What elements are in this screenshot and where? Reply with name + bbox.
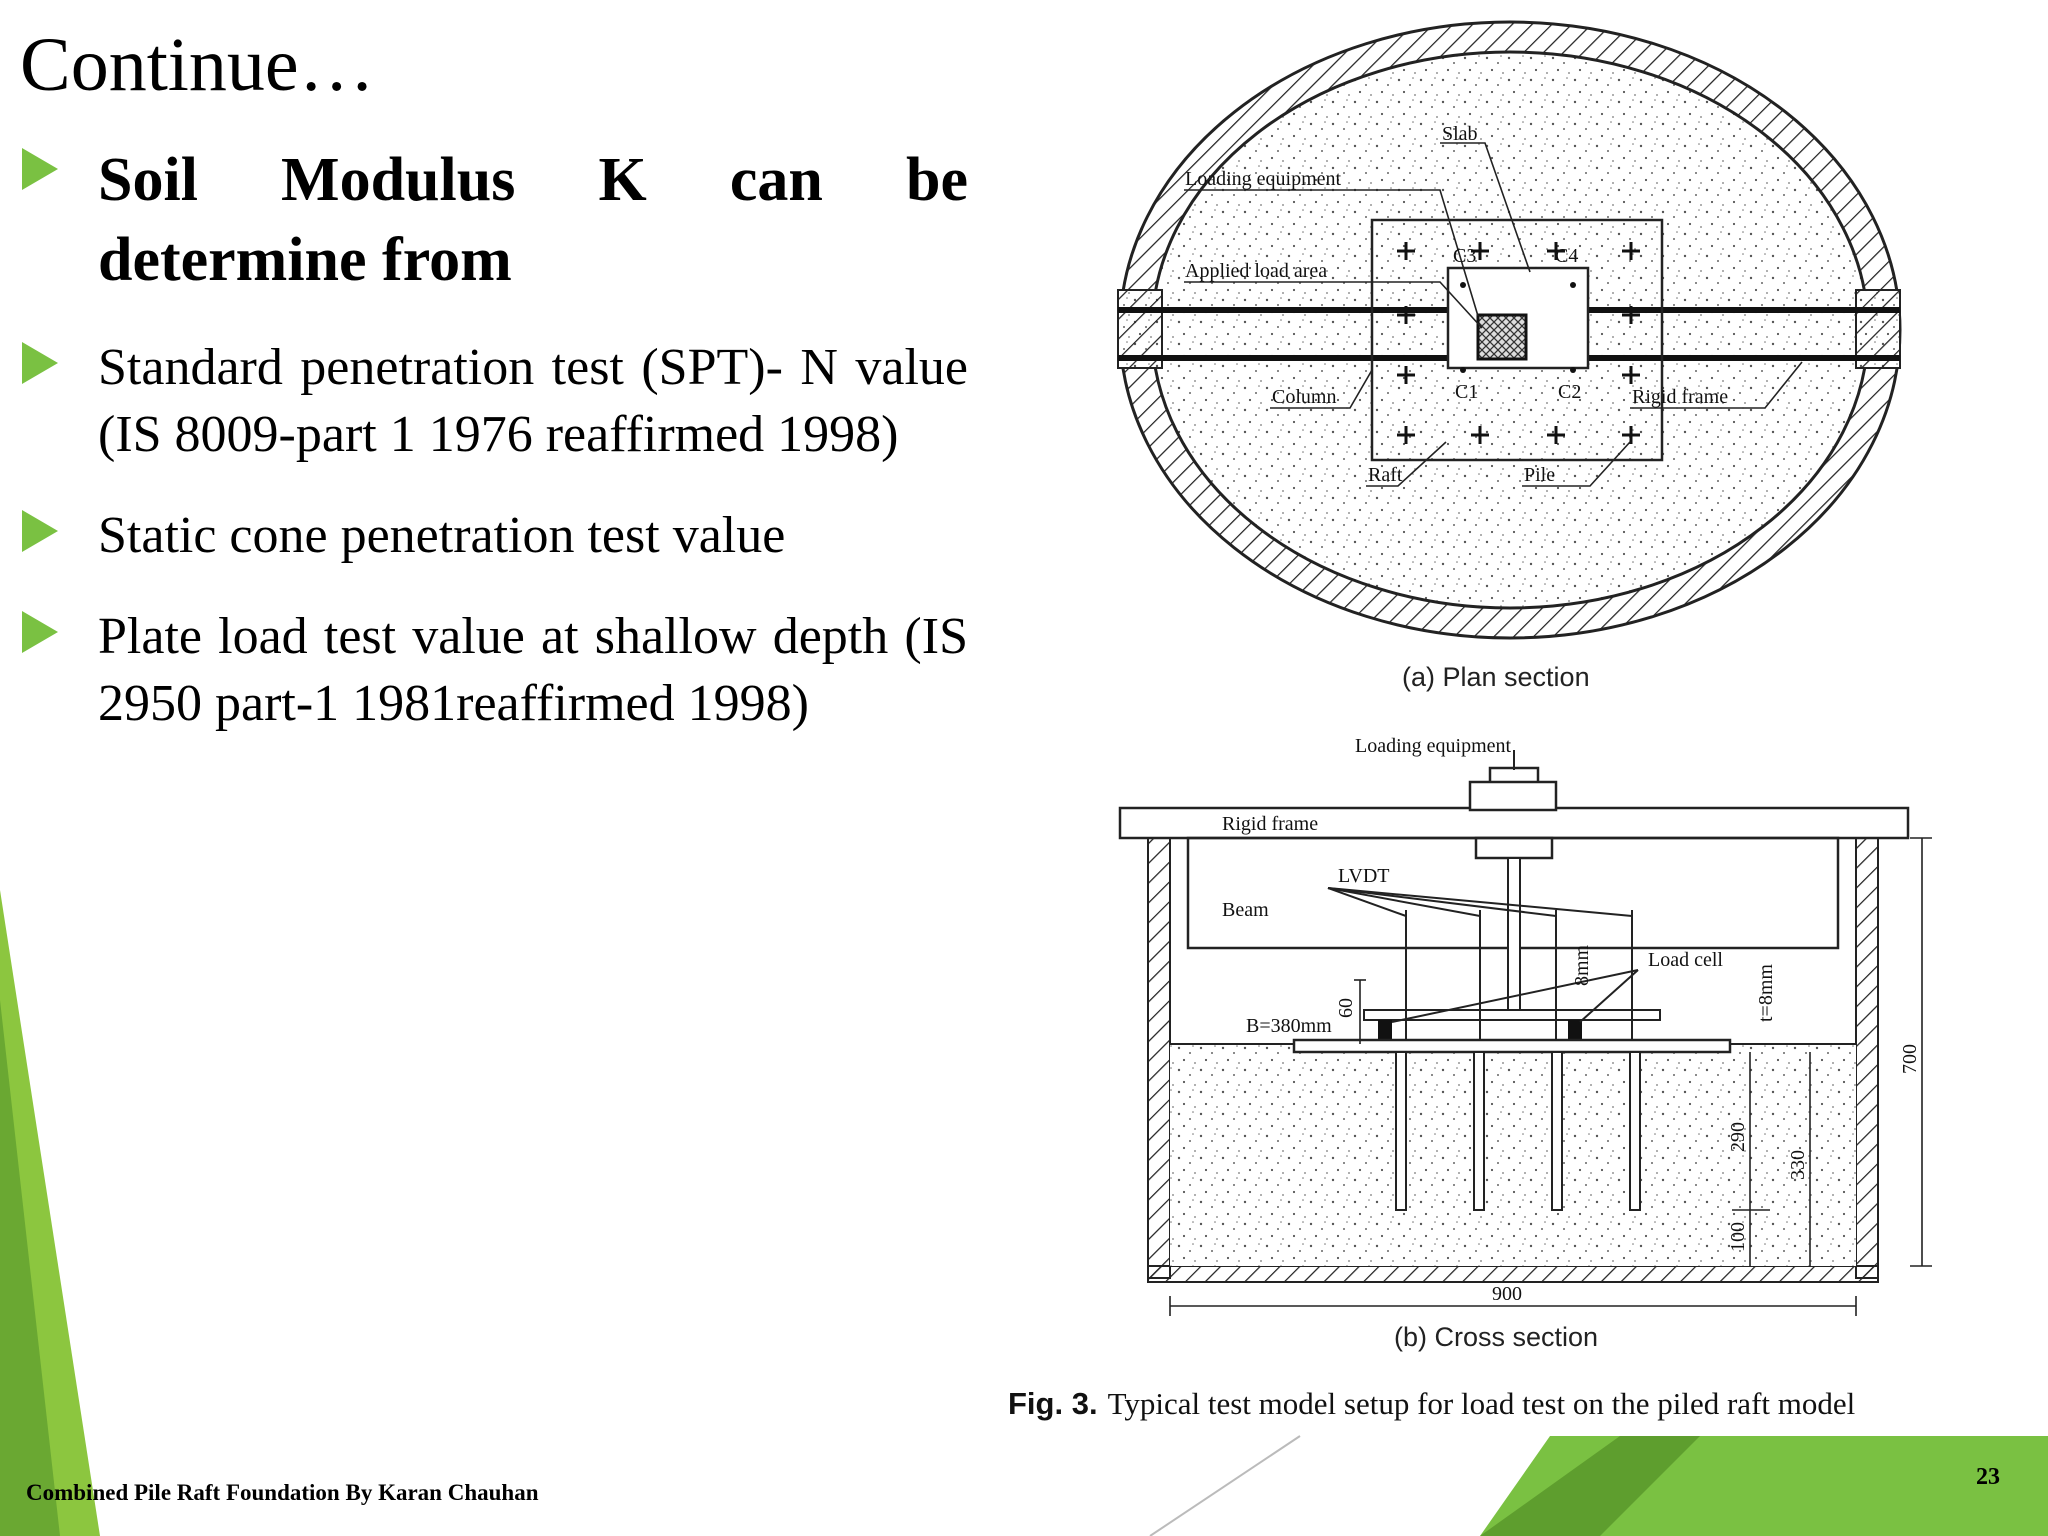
plan-label-rigid-frame: Rigid frame: [1632, 386, 1728, 408]
tank-wall-left: [1147, 837, 1171, 1279]
cross-dim-700: 700: [1899, 1044, 1921, 1074]
cross-dim-8mm: 8mm: [1571, 944, 1593, 986]
bullet-item: Static cone penetration test value: [22, 502, 970, 569]
cross-dim-100: 100: [1727, 1222, 1749, 1252]
bullet-text: Soil Modulus K can be determine from: [98, 146, 968, 294]
slide-title: Continue…: [20, 23, 375, 107]
applied-load-area: [1476, 313, 1528, 361]
bullet-arrow-icon: [22, 510, 58, 552]
cross-dim-330: 330: [1787, 1150, 1809, 1180]
bullet-text: Static cone penetration test value: [98, 507, 786, 564]
bullet-arrow-icon: [22, 148, 58, 190]
tank-wall-right: [1855, 837, 1879, 1279]
plan-label-c4: C4: [1555, 245, 1578, 267]
cross-dim-900: 900: [1492, 1283, 1522, 1305]
bullet-text: Standard penetration test (SPT)- N value…: [98, 339, 968, 463]
plan-label-raft: Raft: [1368, 464, 1403, 486]
bullet-text: Plate load test value at shallow depth (…: [98, 608, 968, 732]
plan-section-caption: (a) Plan section: [1402, 662, 1590, 692]
test-model-figure: Slab Loading equipment Applied load area…: [1117, 20, 1932, 1316]
figure-number: Fig. 3.: [1008, 1386, 1098, 1421]
cross-label-b: B=380mm: [1246, 1015, 1332, 1037]
cross-label-lvdt: LVDT: [1338, 865, 1389, 887]
soil-body: [1170, 1044, 1856, 1266]
page-number: 23: [1976, 1464, 2000, 1490]
cross-label-load-cell: Load cell: [1648, 949, 1723, 971]
plan-label-column: Column: [1272, 386, 1336, 408]
plan-label-applied-load-area: Applied load area: [1185, 260, 1327, 282]
bullet-arrow-icon: [22, 611, 58, 653]
plan-label-c1: C1: [1455, 381, 1478, 403]
tank-bottom: [1147, 1265, 1879, 1283]
bullet-item: Standard penetration test (SPT)- N value…: [22, 334, 970, 468]
cross-section-caption: (b) Cross section: [1394, 1322, 1599, 1352]
decorative-line: [1149, 1435, 1301, 1536]
plan-label-pile: Pile: [1524, 464, 1555, 486]
left-green-triangle-dark: [0, 1000, 60, 1536]
cross-label-rigid-frame: Rigid frame: [1222, 813, 1318, 835]
pile-markers: [1397, 242, 1640, 444]
plan-label-c3: C3: [1453, 245, 1476, 267]
bullet-list: Soil Modulus K can be determine from Sta…: [22, 140, 970, 771]
cross-section-drawing: Loading equipment Rigid frame Beam LVDT …: [1118, 735, 1932, 1316]
cross-dim-t: t=8mm: [1755, 964, 1777, 1022]
plan-section-drawing: Slab Loading equipment Applied load area…: [1117, 20, 1902, 640]
cross-dim-290: 290: [1727, 1122, 1749, 1152]
cross-dim-60: 60: [1335, 998, 1357, 1018]
raft-outline: [1370, 218, 1664, 462]
slide-footer: Combined Pile Raft Foundation By Karan C…: [26, 1480, 539, 1505]
bullet-arrow-icon: [22, 342, 58, 384]
figure-caption: Fig. 3. Typical test model setup for load…: [1008, 1386, 1855, 1422]
plan-label-c2: C2: [1558, 381, 1581, 403]
plan-label-loading-equipment: Loading equipment: [1185, 168, 1342, 190]
bottom-right-green-shape-dark: [1480, 1436, 1700, 1536]
bullet-item: Soil Modulus K can be determine from: [22, 140, 970, 300]
figure-caption-text: Typical test model setup for load test o…: [1107, 1386, 1856, 1421]
plan-label-slab: Slab: [1442, 123, 1478, 145]
cross-label-beam: Beam: [1222, 899, 1269, 921]
bullet-item: Plate load test value at shallow depth (…: [22, 603, 970, 737]
raft-plate: [1292, 1038, 1732, 1054]
cross-label-loading-equipment: Loading equipment: [1355, 735, 1512, 757]
